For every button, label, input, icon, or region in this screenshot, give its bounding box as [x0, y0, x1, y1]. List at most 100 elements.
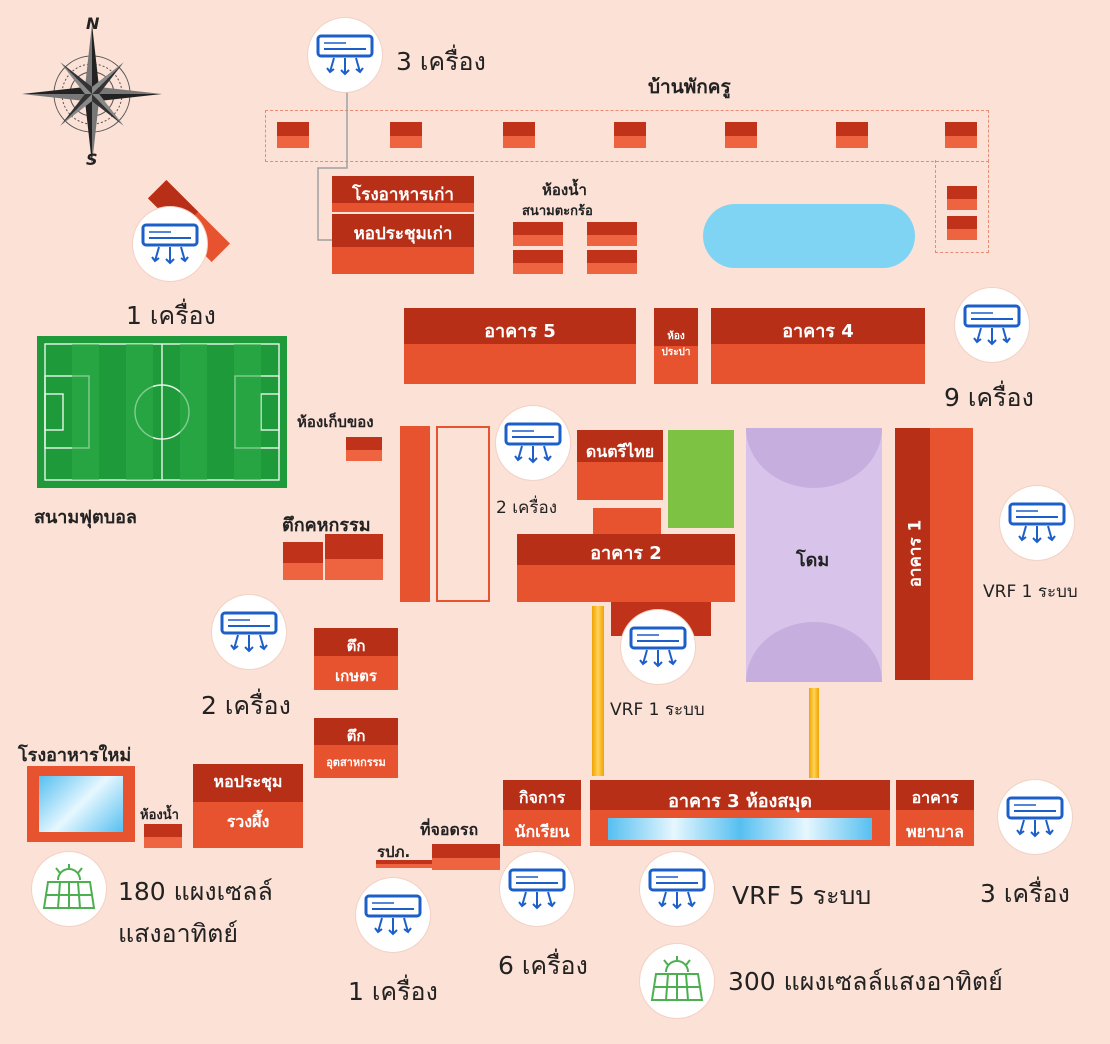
parking-shelter [432, 844, 500, 870]
teacher-house [277, 122, 309, 148]
takraw-building [513, 250, 563, 274]
air-conditioner-icon [955, 288, 1029, 362]
building-1-label: อาคาร 1 [905, 519, 926, 588]
old-canteen [332, 176, 474, 212]
walkway [809, 688, 819, 778]
air-conditioner-icon [308, 18, 382, 92]
ac-count-building1: VRF 1 ระบบ [983, 582, 1078, 602]
ac-count-left-mid: 2 เครื่อง [201, 691, 291, 720]
teacher-house [945, 122, 977, 148]
compass-n: N [86, 14, 100, 33]
ac-count-left-top: 1 เครื่อง [126, 301, 216, 330]
teacher-house [614, 122, 646, 148]
thai-music-label: ดนตรีไทย [585, 442, 655, 461]
air-conditioner-icon [212, 595, 286, 669]
toilet-building [144, 824, 182, 848]
football-field-label: สนามฟุตบอล [34, 507, 137, 528]
teacher-house [836, 122, 868, 148]
takraw-building [587, 250, 637, 274]
ac-count-bottom-left: 1 เครื่อง [348, 977, 438, 1006]
compass-s: S [86, 150, 98, 169]
new-canteen [27, 766, 135, 842]
old-hall-label: หอประชุมเก่า [353, 224, 453, 244]
agriculture-label-1: ตึก [346, 637, 366, 655]
ruangphueng-label-2: รวงผึ้ง [226, 812, 270, 831]
solar-count-bottom: 300 แผงเซลล์แสงอาทิตย์ [728, 967, 1003, 996]
water-room-label-1: ห้อง [667, 331, 685, 342]
storage-label: ห้องเก็บของ [297, 413, 374, 431]
green-area [668, 430, 734, 528]
thai-music-building [577, 430, 663, 500]
teacher-house [725, 122, 757, 148]
ruangphueng-hall [193, 764, 303, 848]
dome [746, 428, 882, 682]
air-conditioner-icon [1000, 486, 1074, 560]
home-economics-building [325, 534, 383, 580]
takraw-building [513, 222, 563, 246]
solar-panel-icon [32, 852, 106, 926]
teacher-house [503, 122, 535, 148]
agriculture-building [314, 628, 398, 690]
new-canteen-label: โรงอาหารใหม่ [18, 745, 132, 766]
solar-panel-icon [640, 944, 714, 1018]
vertical-building [400, 426, 430, 602]
connector-line [317, 88, 348, 241]
teacher-house [947, 186, 977, 210]
air-conditioner-icon [133, 207, 207, 281]
solar-count-left-2: แสงอาทิตย์ [118, 919, 238, 948]
air-conditioner-icon [621, 610, 695, 684]
building-2 [517, 534, 735, 602]
teacher-house [947, 216, 977, 240]
football-field [37, 336, 287, 488]
industry-label-2: อุตสาหกรรม [326, 756, 386, 769]
ac-count-center: 2 เครื่อง [496, 498, 558, 518]
teacher-house-boundary-side [935, 160, 989, 253]
toilet-takraw-label-2: สนามตะกร้อ [522, 204, 593, 219]
toilet-label: ห้องน้ำ [140, 808, 179, 823]
storage-building [346, 437, 382, 461]
ruangphueng-label-1: หอประชุม [213, 772, 283, 791]
swimming-pool [703, 204, 915, 268]
takraw-building [587, 222, 637, 246]
ac-count-building4: 9 เครื่อง [944, 383, 1034, 412]
building-2-label: อาคาร 2 [590, 543, 662, 564]
ac-count-top: 3 เครื่อง [396, 47, 486, 76]
student-affairs-label-2: นักเรียน [514, 822, 570, 841]
building-5 [404, 308, 636, 384]
nurse-label-1: อาคาร [911, 788, 959, 807]
building-3-label: อาคาร 3 ห้องสมุด [668, 791, 812, 812]
teacher-house-boundary [265, 110, 989, 162]
air-conditioner-icon [496, 406, 570, 480]
water-room [654, 308, 698, 384]
agriculture-label-2: เกษตร [335, 667, 377, 685]
building-2-annex [593, 508, 661, 534]
old-hall [332, 214, 474, 274]
student-affairs-building [503, 780, 581, 846]
air-conditioner-icon [998, 780, 1072, 854]
nurse-building [896, 780, 974, 846]
ac-count-library: VRF 5 ระบบ [732, 881, 872, 910]
ac-count-student: 6 เครื่อง [498, 951, 588, 980]
building-4-label: อาคาร 4 [782, 321, 854, 342]
home-economics-label: ตึกคหกรรม [282, 515, 371, 536]
compass-rose-icon [22, 24, 162, 164]
air-conditioner-icon [500, 852, 574, 926]
parking-label: ที่จอดรถ [420, 820, 479, 839]
walkway [592, 606, 604, 776]
air-conditioner-icon [356, 878, 430, 952]
ac-count-nurse: 3 เครื่อง [980, 879, 1070, 908]
student-affairs-label-1: กิจการ [518, 788, 566, 807]
security-label: รปภ. [377, 843, 411, 861]
industry-label-1: ตึก [346, 727, 366, 745]
ac-count-building2: VRF 1 ระบบ [610, 700, 705, 720]
air-conditioner-icon [640, 852, 714, 926]
building-5-label: อาคาร 5 [484, 321, 556, 342]
solar-count-left-1: 180 แผงเซลล์ [118, 877, 273, 906]
building-3-library [590, 780, 890, 846]
home-economics-building [283, 542, 323, 580]
teacher-house-label: บ้านพักครู [648, 76, 731, 98]
industry-building [314, 718, 398, 778]
toilet-takraw-label-1: ห้องน้ำ [542, 181, 587, 199]
teacher-house [390, 122, 422, 148]
